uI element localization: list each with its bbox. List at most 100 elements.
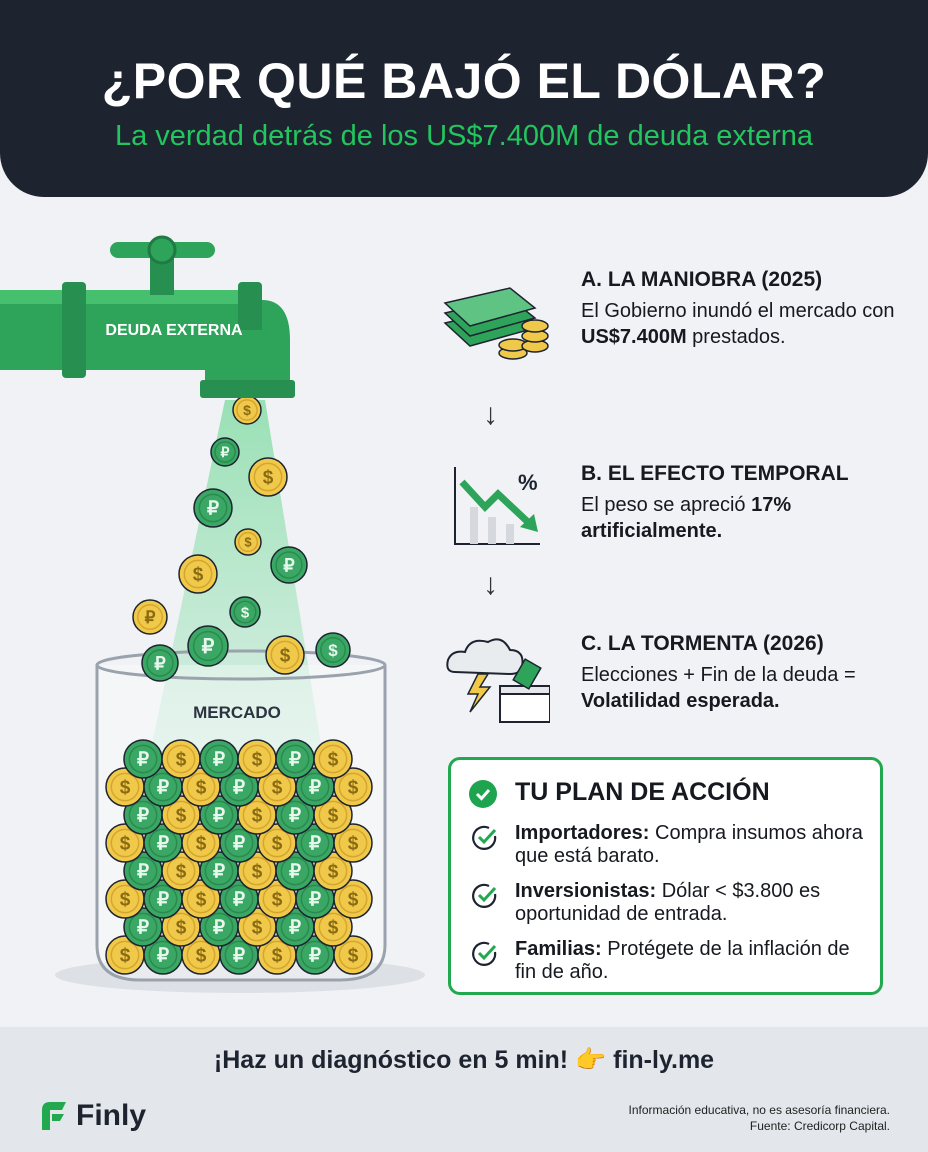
- coin: ₽: [275, 739, 315, 779]
- coin: ₽: [275, 907, 315, 947]
- falling-coins: $₽$₽$₽$₽$₽$₽$: [132, 395, 351, 682]
- coin: $: [237, 851, 277, 891]
- plan-item: Familias: Protégete de la inflación de f…: [471, 938, 871, 984]
- svg-text:$: $: [252, 918, 263, 939]
- coin: ₽: [210, 437, 240, 467]
- coin: ₽: [295, 823, 335, 863]
- svg-text:₽: ₽: [309, 778, 321, 799]
- svg-text:$: $: [252, 862, 263, 883]
- svg-text:$: $: [244, 535, 252, 550]
- svg-text:$: $: [120, 890, 131, 911]
- svg-text:$: $: [263, 468, 274, 489]
- svg-text:₽: ₽: [137, 806, 149, 827]
- svg-text:$: $: [196, 890, 207, 911]
- svg-text:$: $: [243, 402, 251, 418]
- svg-text:$: $: [176, 918, 187, 939]
- step-title: C. LA TORMENTA (2026): [581, 632, 824, 655]
- svg-text:$: $: [252, 750, 263, 771]
- step-title: B. EL EFECTO TEMPORAL: [581, 462, 849, 485]
- page-title: ¿POR QUÉ BAJÓ EL DÓLAR?: [101, 53, 827, 109]
- svg-text:₽: ₽: [157, 890, 169, 911]
- svg-text:$: $: [176, 750, 187, 771]
- svg-text:₽: ₽: [289, 806, 301, 827]
- svg-text:₽: ₽: [213, 862, 225, 883]
- cta-text: ¡Haz un diagnóstico en 5 min! 👉 fin-ly.m…: [213, 1046, 715, 1074]
- coin: $: [333, 935, 373, 975]
- coin: ₽: [143, 767, 183, 807]
- coin: $: [237, 739, 277, 779]
- coin: $: [257, 767, 297, 807]
- svg-text:$: $: [348, 834, 359, 855]
- svg-text:₽: ₽: [289, 862, 301, 883]
- svg-text:₽: ₽: [202, 636, 215, 658]
- coin: ₽: [141, 644, 179, 682]
- coin: ₽: [199, 739, 239, 779]
- brand-logo: Finly: [40, 1099, 146, 1133]
- svg-text:$: $: [272, 834, 283, 855]
- svg-text:₽: ₽: [157, 778, 169, 799]
- svg-text:₽: ₽: [154, 653, 166, 673]
- coin: $: [237, 907, 277, 947]
- svg-text:$: $: [348, 890, 359, 911]
- coin: $: [161, 795, 201, 835]
- coin: $: [315, 632, 351, 668]
- svg-text:₽: ₽: [207, 499, 219, 520]
- svg-text:₽: ₽: [233, 834, 245, 855]
- coin: $: [232, 395, 262, 425]
- coin: $: [161, 907, 201, 947]
- coin: $: [161, 739, 201, 779]
- svg-text:$: $: [176, 862, 187, 883]
- svg-text:$: $: [272, 890, 283, 911]
- step-title: A. LA MANIOBRA (2025): [581, 268, 823, 291]
- svg-text:₽: ₽: [221, 444, 230, 460]
- step-text: Elecciones + Fin de la deuda = Volatilid…: [581, 664, 856, 712]
- coin: ₽: [187, 625, 229, 667]
- coin: ₽: [219, 767, 259, 807]
- svg-text:$: $: [176, 806, 187, 827]
- coin: $: [313, 795, 353, 835]
- svg-text:₽: ₽: [309, 890, 321, 911]
- svg-text:₽: ₽: [309, 946, 321, 967]
- coin: ₽: [123, 851, 163, 891]
- coin: $: [234, 528, 262, 556]
- svg-text:$: $: [328, 918, 339, 939]
- coin: $: [313, 907, 353, 947]
- svg-text:$: $: [280, 646, 291, 667]
- cta-link[interactable]: fin-ly.me: [613, 1046, 715, 1074]
- action-plan-card: TU PLAN DE ACCIÓN Importadores: Compra i…: [448, 757, 883, 995]
- svg-text:₽: ₽: [137, 918, 149, 939]
- coin: $: [313, 739, 353, 779]
- coin: ₽: [270, 546, 308, 584]
- svg-text:₽: ₽: [289, 918, 301, 939]
- check-icon: [472, 825, 497, 850]
- svg-text:$: $: [196, 834, 207, 855]
- coin: ₽: [219, 879, 259, 919]
- footer: ¡Haz un diagnóstico en 5 min! 👉 fin-ly.m…: [0, 1027, 928, 1152]
- svg-text:₽: ₽: [309, 834, 321, 855]
- svg-text:$: $: [241, 604, 250, 621]
- coin: ₽: [199, 795, 239, 835]
- svg-text:₽: ₽: [289, 750, 301, 771]
- svg-text:$: $: [348, 946, 359, 967]
- coin: $: [333, 879, 373, 919]
- coin: ₽: [275, 795, 315, 835]
- jar-label: MERCADO: [193, 703, 281, 722]
- step-text: El Gobierno inundó el mercado con US$7.4…: [581, 300, 895, 348]
- coin: $: [248, 457, 288, 497]
- svg-text:$: $: [120, 834, 131, 855]
- svg-text:$: $: [272, 946, 283, 967]
- plan-item: Importadores: Compra insumos ahora que e…: [471, 822, 871, 868]
- coin: $: [333, 823, 373, 863]
- plan-item: Inversionistas: Dólar < $3.800 es oportu…: [471, 880, 871, 926]
- plan-title: TU PLAN DE ACCIÓN: [515, 778, 770, 806]
- check-circle-icon: [469, 780, 497, 808]
- coin: $: [181, 823, 221, 863]
- svg-text:₽: ₽: [283, 555, 295, 575]
- svg-text:₽: ₽: [145, 608, 156, 627]
- arrow-down-icon: ↓: [483, 398, 498, 431]
- step-text: El peso se apreció 17% artificialmente.: [581, 494, 792, 542]
- faucet-label: DEUDA EXTERNA: [105, 322, 243, 339]
- svg-text:$: $: [120, 778, 131, 799]
- svg-text:$: $: [328, 806, 339, 827]
- coin: $: [313, 851, 353, 891]
